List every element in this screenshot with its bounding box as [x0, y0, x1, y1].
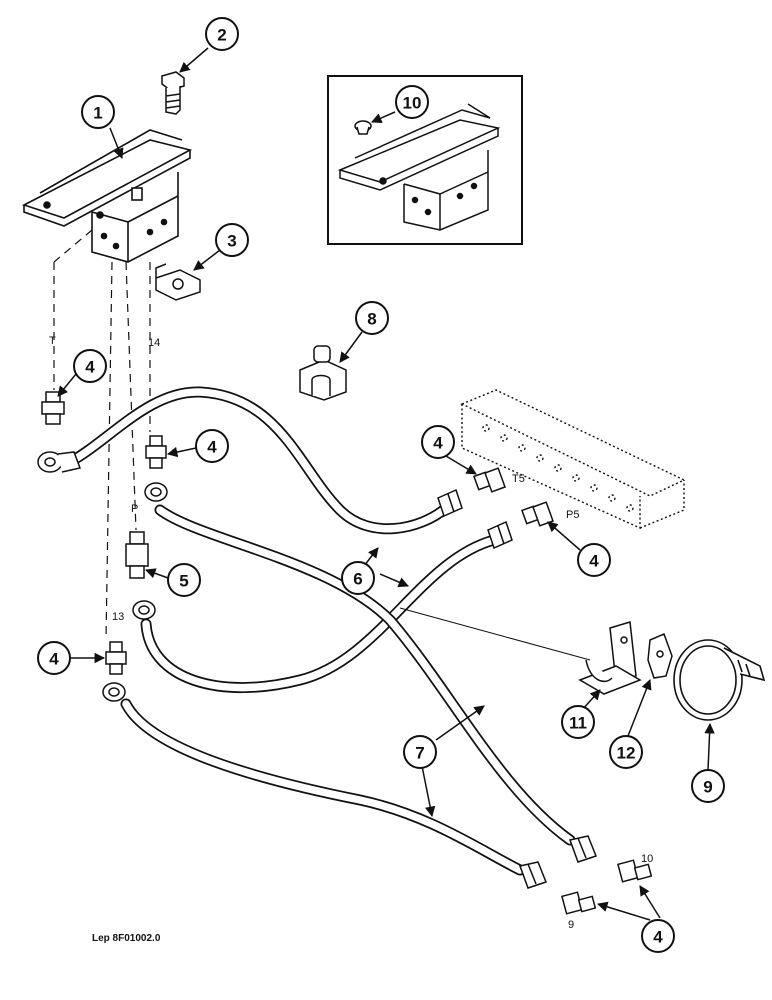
adapter-p5	[521, 501, 554, 527]
reference-label: Lep 8F01002.0	[92, 933, 161, 944]
block-8	[299, 345, 347, 401]
callout-labels: 1 2 3 8 4 10 4 4 4 5 6 4 7 11 12 9 4	[49, 26, 712, 947]
adapter-fittings-4	[41, 391, 653, 915]
callout-8: 8	[367, 310, 376, 329]
callout-4-14: 4	[207, 438, 217, 457]
clip-bracket-11	[578, 621, 642, 695]
adapter-14	[145, 435, 167, 469]
adapter-5	[125, 531, 149, 579]
callout-4-t: 4	[85, 358, 95, 377]
callout-4-p5: 4	[589, 552, 599, 571]
callout-1: 1	[93, 104, 102, 123]
port-label-t5: T5	[512, 473, 525, 485]
port-label-13: 13	[112, 611, 124, 623]
adapter-t5	[473, 467, 506, 493]
port-label-p5: P5	[566, 509, 579, 521]
adapter-13	[105, 641, 127, 675]
callout-10: 10	[403, 94, 422, 113]
adapter-9	[561, 891, 597, 915]
hose-7b	[120, 698, 526, 876]
callout-4-t5: 4	[433, 434, 443, 453]
hose-end-fittings	[37, 451, 597, 889]
hoses	[64, 386, 576, 876]
callout-5: 5	[179, 572, 188, 591]
callouts	[37, 17, 725, 953]
callout-9: 9	[703, 778, 712, 797]
callout-6: 6	[353, 570, 362, 589]
clip-leader-line	[399, 607, 591, 661]
inset-mounting-bracket	[337, 103, 501, 231]
bolt-2	[161, 71, 185, 115]
cable-tie-9	[673, 639, 766, 721]
plug-fitting-10	[354, 120, 372, 135]
callout-11: 11	[569, 714, 587, 733]
inset-detail	[327, 75, 523, 245]
callout-4-bottom: 4	[653, 928, 663, 947]
callout-2: 2	[217, 26, 226, 45]
port-label-10: 10	[641, 853, 653, 865]
port-labels: T 14 P 13 T5 P5 10 9	[49, 335, 653, 931]
callout-3: 3	[227, 232, 236, 251]
clip-nut-3	[155, 263, 201, 301]
manifold-block	[460, 389, 686, 530]
port-label-14: 14	[148, 337, 160, 349]
port-label-t: T	[49, 335, 56, 347]
clamp-12	[647, 632, 673, 679]
adapter-10	[617, 859, 653, 883]
callout-4-13: 4	[49, 650, 59, 669]
mounting-bracket-1	[21, 129, 193, 263]
adapter-t	[41, 391, 65, 425]
callout-7: 7	[415, 744, 424, 763]
hose-7a	[154, 504, 576, 846]
port-label-p: P	[131, 503, 138, 515]
hose-6b	[140, 534, 500, 694]
callout-12: 12	[617, 744, 636, 763]
port-label-9: 9	[568, 919, 574, 931]
